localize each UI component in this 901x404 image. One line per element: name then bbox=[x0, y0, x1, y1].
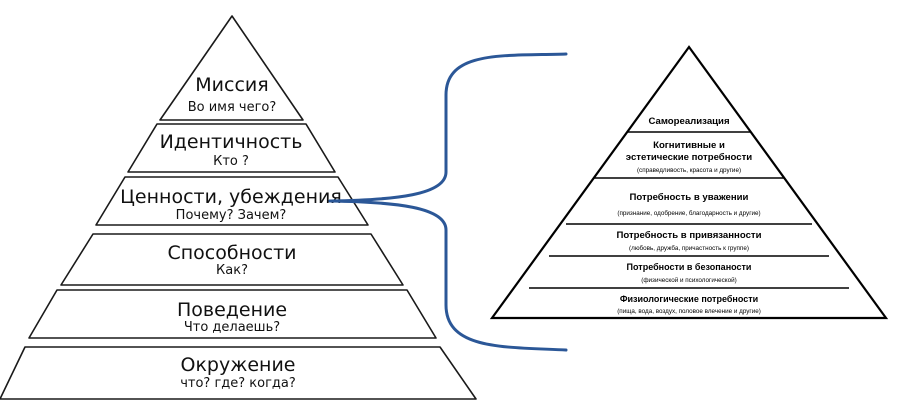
dilts-level-environment-shape bbox=[0, 346, 477, 400]
dilts-level-behaviour-title: Поведение bbox=[177, 299, 287, 321]
dilts-level-identity-subtitle: Кто ? bbox=[213, 154, 249, 169]
dilts-level-values-title: Ценности, убеждения bbox=[120, 186, 342, 208]
maslow-level-belonging-subtitle: (любовь, дружба, причастность к группе) bbox=[629, 244, 749, 252]
dilts-level-environment-title: Окружение bbox=[180, 354, 295, 376]
dilts-level-mission-title: Миссия bbox=[195, 74, 268, 96]
maslow-level-cognitive-title-line2: эстетические потребности bbox=[626, 152, 752, 163]
dilts-level-values-shape bbox=[95, 176, 369, 226]
maslow-level-safety-title: Потребности в безопаности bbox=[627, 262, 752, 272]
maslow-level-esteem-title: Потребность в уважении bbox=[630, 192, 749, 203]
dilts-level-abilities-title: Способности bbox=[167, 242, 296, 264]
dilts-level-mission-shape bbox=[159, 15, 304, 121]
maslow-level-physiological-title: Физиологические потребности bbox=[620, 294, 758, 304]
dilts-level-abilities-shape bbox=[60, 233, 404, 286]
maslow-level-belonging-title: Потребность в привязанности bbox=[616, 230, 761, 241]
dilts-level-abilities-subtitle: Как? bbox=[216, 263, 248, 278]
maslow-level-safety-subtitle: (физической и психологической) bbox=[641, 276, 736, 284]
maslow-pyramid bbox=[489, 45, 889, 320]
maslow-level-physiological-subtitle: (пища, вода, воздух, половое влечение и … bbox=[617, 308, 761, 315]
dilts-level-behaviour-shape bbox=[28, 289, 437, 339]
maslow-labels: Самореализация Когнитивные и эстетически… bbox=[616, 116, 761, 315]
dilts-level-values-subtitle: Почему? Зачем? bbox=[176, 208, 287, 223]
connector-brace bbox=[328, 52, 568, 352]
dilts-level-identity-title: Идентичность bbox=[160, 131, 303, 153]
maslow-level-esteem-subtitle: (признание, одобрение, благодарность и д… bbox=[617, 209, 760, 217]
maslow-level-self-actualization-title: Самореализация bbox=[648, 116, 729, 127]
dilts-pyramid bbox=[0, 15, 477, 400]
dilts-level-behaviour-subtitle: Что делаешь? bbox=[184, 320, 280, 335]
maslow-level-cognitive-title-line1: Когнитивные и bbox=[653, 140, 725, 151]
maslow-dividers bbox=[529, 131, 849, 289]
dilts-level-identity-shape bbox=[127, 123, 336, 173]
maslow-level-cognitive-subtitle: (справедливость, красота и другие) bbox=[637, 167, 741, 174]
dilts-labels: Миссия Во имя чего? Идентичность Кто ? Ц… bbox=[120, 74, 342, 391]
maslow-outline bbox=[489, 45, 889, 320]
dilts-level-environment-subtitle: что? где? когда? bbox=[180, 376, 296, 391]
dilts-level-mission-subtitle: Во имя чего? bbox=[188, 100, 277, 115]
